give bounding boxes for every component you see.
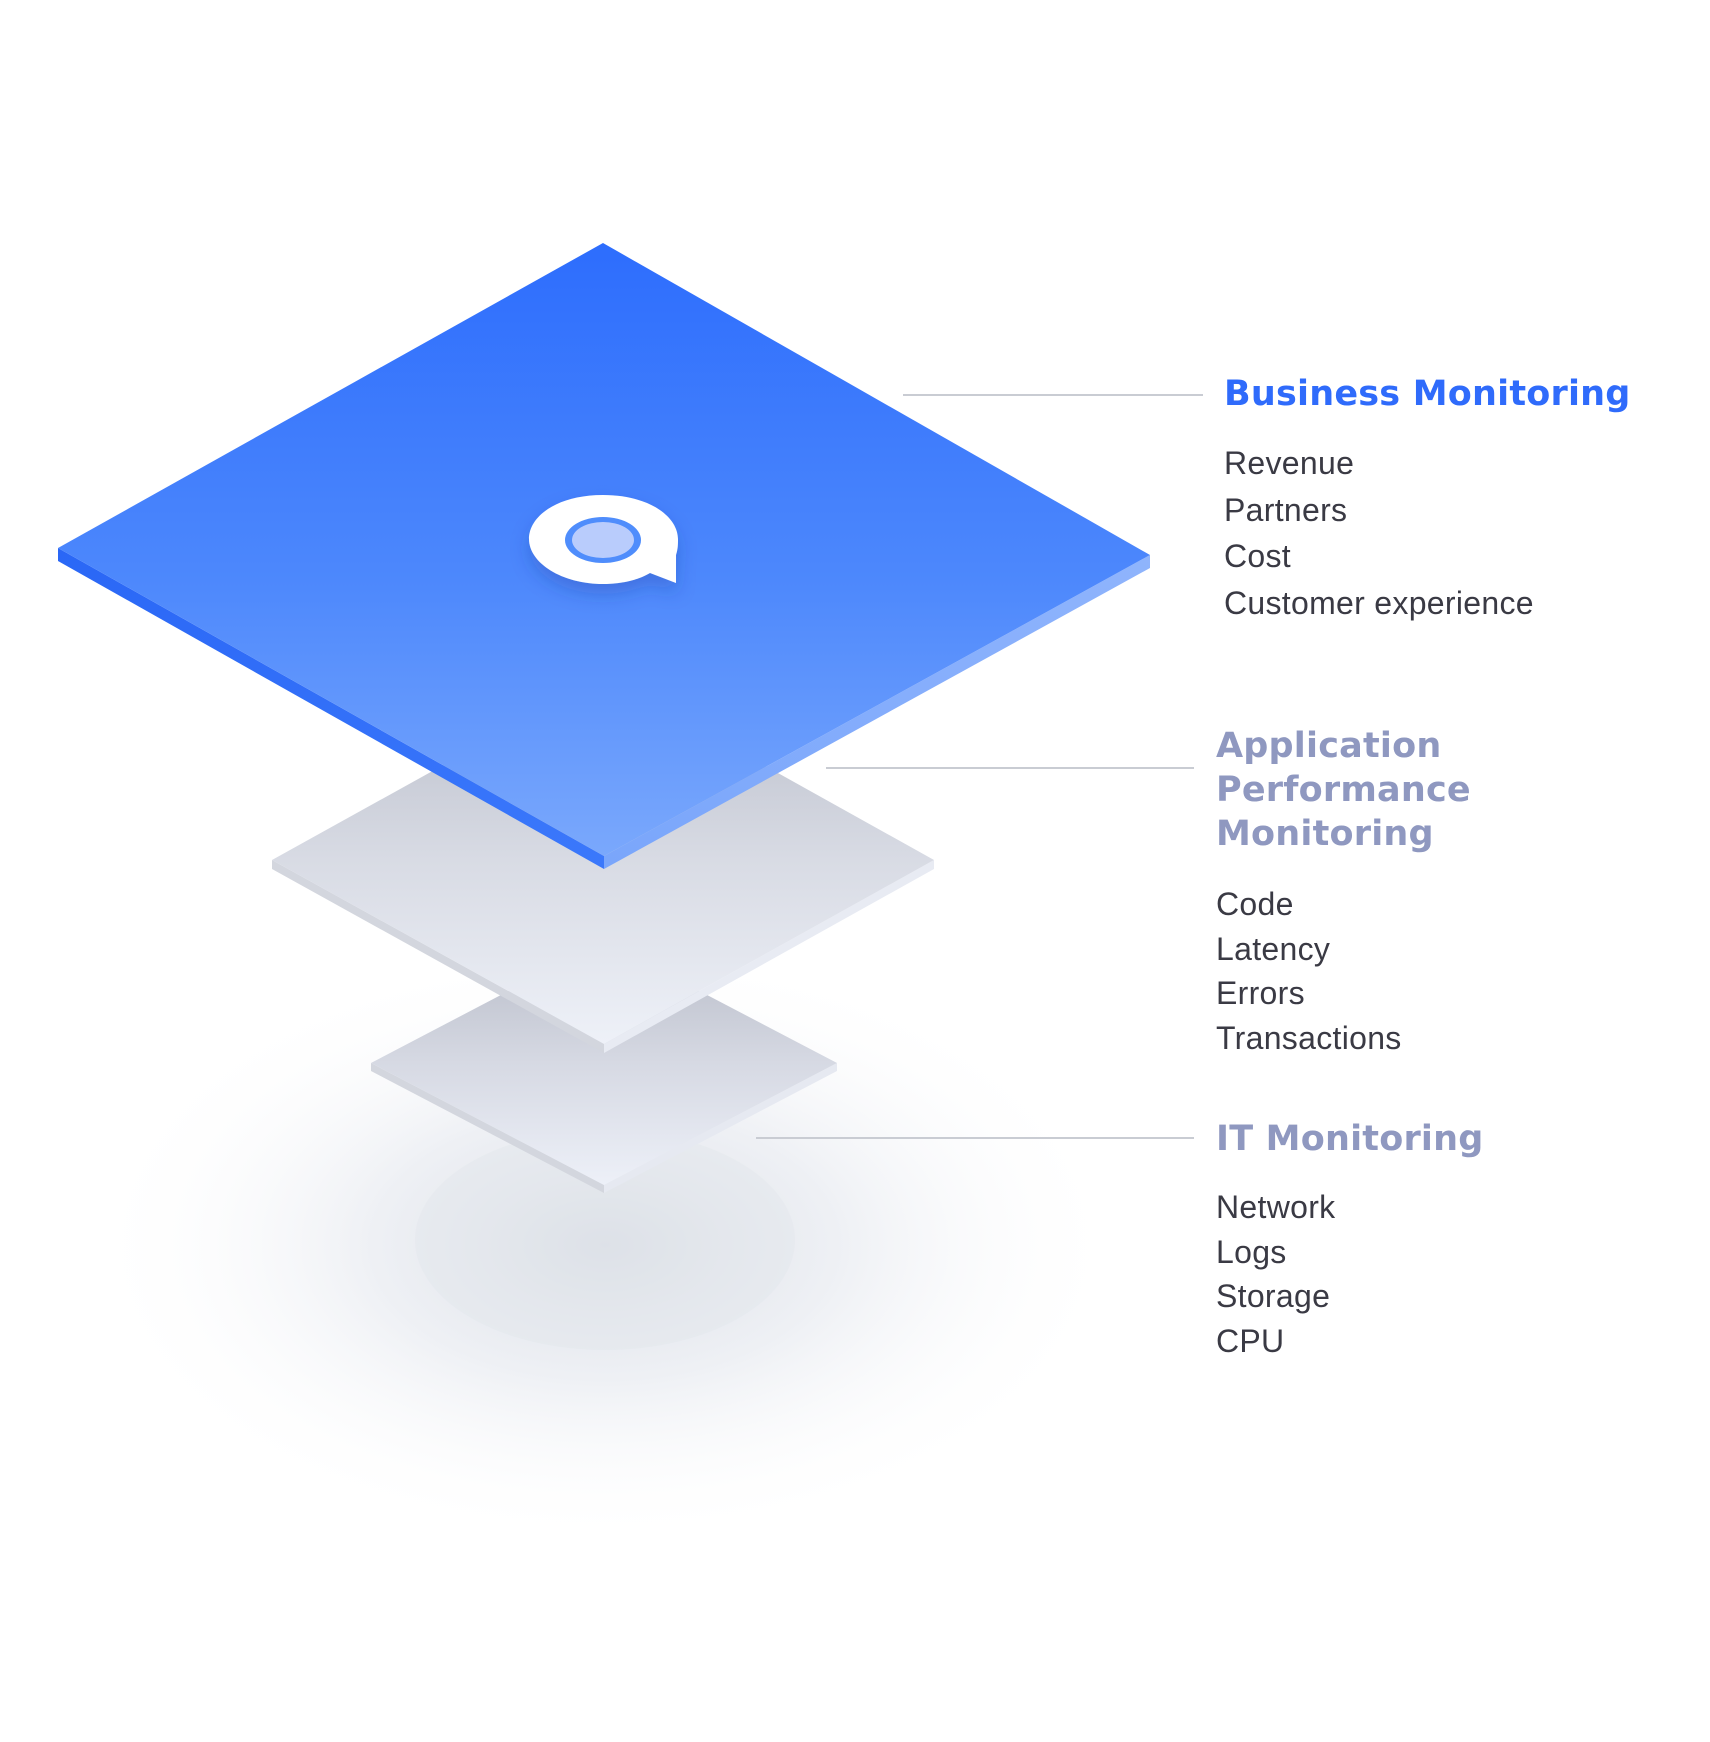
list-item: Latency — [1216, 930, 1331, 967]
business-monitoring-list: Revenue Partners Cost Customer experienc… — [1224, 440, 1684, 626]
list-item: CPU — [1216, 1322, 1285, 1359]
list-item: Network — [1216, 1189, 1336, 1225]
section-application-performance-monitoring: Application Performance Monitoring Code … — [1216, 724, 1696, 1060]
list-item: Partners — [1224, 491, 1348, 528]
heading-it-monitoring: IT Monitoring — [1216, 1119, 1484, 1159]
list-item: Customer experience — [1224, 584, 1534, 621]
list-item: Errors — [1216, 975, 1305, 1011]
list-item: Code — [1216, 886, 1294, 922]
speech-bubble-icon — [529, 495, 678, 584]
section-it-monitoring: IT Monitoring Network Logs Storage CPU — [1216, 1117, 1676, 1363]
heading-application-performance-monitoring: Application Performance Monitoring — [1216, 726, 1471, 854]
list-item: Revenue — [1224, 445, 1355, 481]
heading-business-monitoring: Business Monitoring — [1224, 374, 1631, 414]
section-business-monitoring: Business Monitoring Revenue Partners Cos… — [1224, 372, 1684, 626]
list-item: Transactions — [1216, 1019, 1402, 1056]
ground-shadow-core — [415, 1130, 795, 1350]
list-item: Logs — [1216, 1233, 1287, 1270]
layer-it — [371, 941, 837, 1193]
list-item: Cost — [1224, 538, 1291, 574]
apm-list: Code Latency Errors Transactions — [1216, 882, 1696, 1060]
list-item: Storage — [1216, 1278, 1331, 1314]
it-monitoring-list: Network Logs Storage CPU — [1216, 1185, 1676, 1363]
ground-shadow — [85, 945, 1125, 1545]
